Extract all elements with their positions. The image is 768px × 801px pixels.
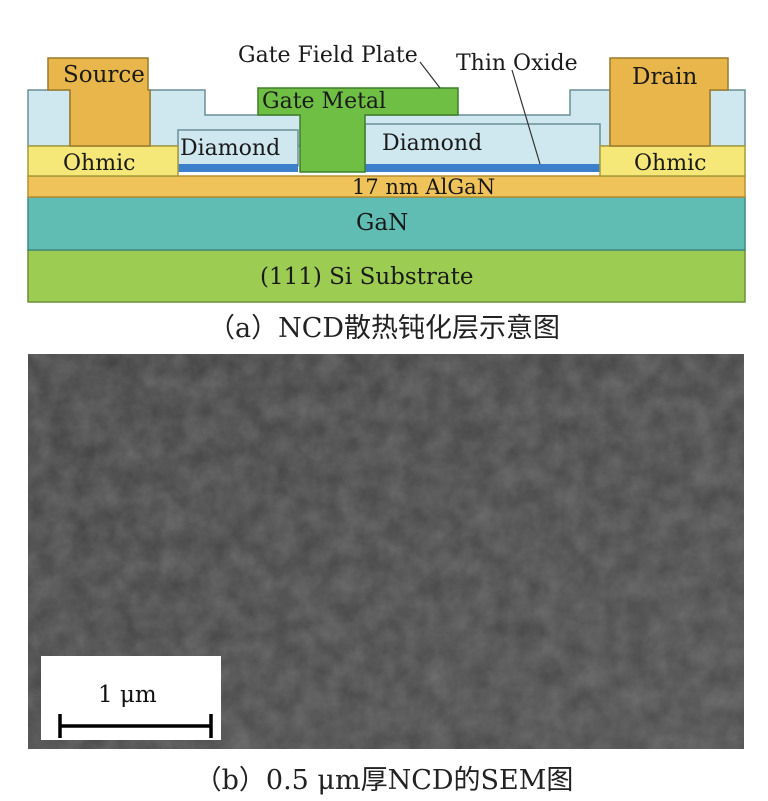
drain-label: Drain (632, 64, 698, 90)
source-label: Source (63, 62, 145, 88)
diamond-right-label: Diamond (382, 131, 482, 156)
thin-oxide-leader (511, 69, 541, 165)
ohmic-right-contact (599, 145, 746, 177)
gate-field-plate-label: Gate Field Plate (238, 43, 418, 68)
thin-oxide-label: Thin Oxide (456, 51, 578, 76)
thin-oxide-right (365, 164, 600, 172)
diamond-left-region (177, 129, 299, 167)
gan-layer (27, 196, 746, 251)
algan-layer (27, 175, 746, 198)
gate-metal-label: Gate Metal (262, 89, 386, 114)
diamond-left-label: Diamond (180, 136, 280, 161)
sem-micrograph: 1 μm (28, 354, 744, 749)
gate-field-plate-leader (419, 61, 441, 89)
ohmic-left-contact (27, 145, 179, 177)
drain-electrode (609, 57, 729, 147)
device-cross-section-diagram: Source Drain Gate Field Plate Thin Oxide… (27, 43, 746, 303)
caption-b: （b）0.5 μm厚NCD的SEM图 (194, 765, 574, 796)
ohmic-right-label: Ohmic (634, 151, 706, 176)
scale-bar-label: 1 μm (98, 682, 157, 708)
source-electrode (47, 57, 151, 147)
si-substrate-layer (27, 249, 746, 303)
gate-metal-electrode (257, 87, 459, 173)
algan-label: 17 nm AlGaN (352, 175, 495, 199)
substrate-label: (111) Si Substrate (260, 264, 473, 290)
ohmic-left-label: Ohmic (63, 151, 135, 176)
thin-oxide-left (178, 164, 298, 172)
caption-a: （a）NCD散热钝化层示意图 (207, 313, 561, 344)
gan-label: GaN (356, 210, 408, 236)
